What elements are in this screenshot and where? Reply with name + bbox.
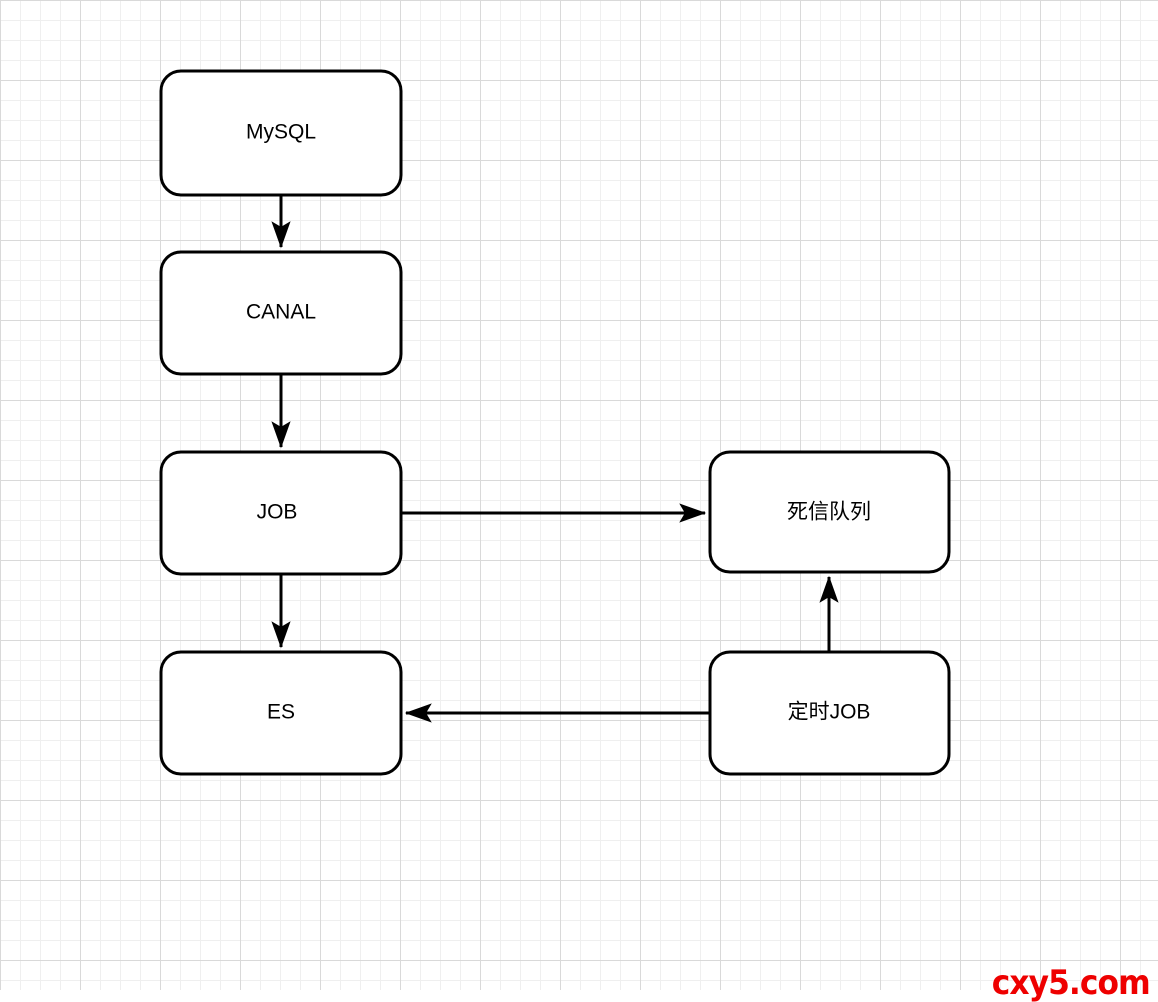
node-canal[interactable]: CANAL: [159, 250, 403, 376]
node-scheduled-job-label: 定时JOB: [788, 701, 871, 724]
node-job[interactable]: JOB: [159, 450, 403, 576]
node-es[interactable]: ES: [159, 650, 403, 776]
node-scheduled-job[interactable]: 定时JOB: [708, 650, 951, 776]
node-canal-label: CANAL: [246, 301, 316, 324]
site-watermark: cxy5.com: [991, 963, 1151, 1002]
node-mysql-label: MySQL: [246, 121, 316, 144]
node-mysql[interactable]: MySQL: [159, 69, 403, 197]
node-es-label: ES: [267, 701, 295, 724]
node-job-label: JOB: [257, 501, 298, 524]
node-dead-letter-queue-label: 死信队列: [787, 501, 871, 524]
node-dead-letter-queue[interactable]: 死信队列: [708, 450, 951, 574]
